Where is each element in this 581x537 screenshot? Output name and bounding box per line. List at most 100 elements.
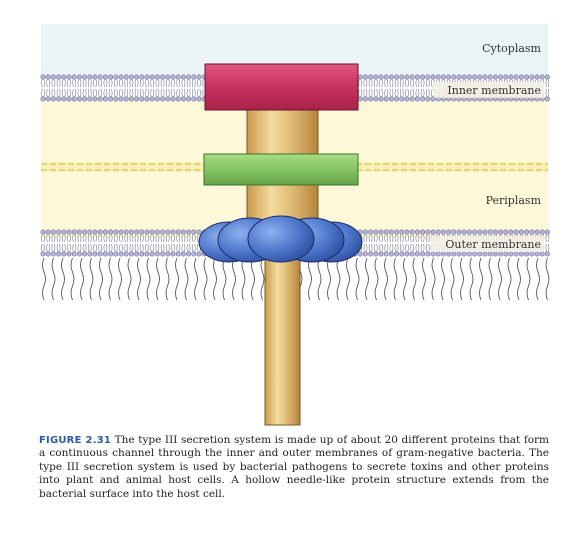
outer-lipid-tail [56, 233, 61, 243]
outer-lipid-tail [98, 233, 103, 243]
outer-lipid-tail [373, 243, 378, 253]
inner-lipid-head [175, 96, 181, 102]
outer-lipid-head [404, 251, 410, 257]
lps-chain [460, 257, 464, 301]
outer-lipid-head [388, 229, 394, 235]
inner-lipid-head [149, 96, 155, 102]
outer-lipid-head [160, 229, 166, 235]
outer-lipid-tail [415, 243, 420, 253]
outer-lipid-head [414, 251, 420, 257]
outer-lipid-head [409, 229, 415, 235]
outer-lipid-head [383, 229, 389, 235]
outer-lipid-head [92, 251, 98, 257]
inner-lipid-head [534, 74, 540, 80]
outer-lipid-head [368, 229, 374, 235]
outer-lipid-tail [389, 233, 394, 243]
outer-lipid-head [144, 251, 150, 257]
lps-chain [213, 257, 217, 301]
outer-lipid-head [394, 229, 400, 235]
inner-lipid-head [76, 74, 82, 80]
lps-chain [118, 257, 122, 301]
inner-lipid-head [50, 74, 56, 80]
outer-lipid-head [394, 251, 400, 257]
inner-lipid-tail [399, 78, 404, 88]
outer-lipid-head [461, 229, 467, 235]
lps-chain [393, 257, 398, 301]
inner-lipid-tail [389, 88, 394, 98]
outer-lipid-tail [171, 243, 175, 253]
inner-lipid-head [388, 74, 394, 80]
inner-lipid-tail [113, 88, 118, 98]
inner-membrane-label: Inner membrane [447, 84, 541, 97]
outer-lipid-tail [415, 233, 420, 243]
inner-lipid-head [482, 74, 488, 80]
inner-lipid-head [123, 96, 129, 102]
inner-lipid-head [461, 74, 467, 80]
outer-lipid-tail [93, 243, 97, 253]
outer-lipid-tail [191, 243, 196, 253]
outer-lipid-tail [176, 243, 181, 253]
inner-lipid-tail [399, 88, 404, 98]
inner-lipid-head [97, 74, 103, 80]
outer-lipid-tail [139, 243, 144, 253]
secretion-needle [264, 239, 301, 426]
lps-chain [99, 257, 103, 301]
inner-lipid-tail [181, 88, 186, 98]
inner-lipid-head [383, 74, 389, 80]
outer-lipid-head [97, 251, 103, 257]
inner-lipid-tail [171, 88, 175, 98]
outer-lipid-head [498, 229, 504, 235]
outer-lipid-head [420, 251, 426, 257]
inner-lipid-tail [108, 88, 113, 98]
outer-lipid-tail [87, 243, 92, 253]
outer-lipid-tail [176, 233, 181, 243]
inner-lipid-head [92, 74, 98, 80]
outer-lipid-head [175, 251, 181, 257]
outer-lipid-head [66, 229, 72, 235]
outer-lipid-head [175, 229, 181, 235]
outer-membrane-ring [198, 215, 363, 263]
outer-lipid-head [466, 251, 472, 257]
outer-lipid-tail [186, 233, 191, 243]
inner-lipid-head [409, 96, 415, 102]
lps-chain [184, 257, 189, 301]
inner-lipid-head [357, 74, 363, 80]
inner-lipid-head [368, 96, 374, 102]
outer-lipid-tail [181, 243, 186, 253]
outer-lipid-head [40, 229, 46, 235]
inner-lipid-head [45, 96, 51, 102]
inner-lipid-tail [72, 78, 77, 88]
outer-lipid-head [362, 251, 368, 257]
outer-lipid-head [56, 251, 62, 257]
outer-lipid-head [487, 251, 493, 257]
inner-lipid-head [524, 74, 530, 80]
inner-lipid-head [388, 96, 394, 102]
inner-lipid-head [378, 96, 384, 102]
outer-lipid-head [149, 229, 155, 235]
inner-lipid-tail [425, 88, 430, 98]
outer-lipid-head [477, 229, 483, 235]
inner-lipid-head [425, 74, 431, 80]
inner-lipid-tail [384, 88, 389, 98]
inner-lipid-tail [139, 78, 144, 88]
inner-lipid-head [414, 74, 420, 80]
outer-lipid-head [513, 229, 519, 235]
outer-lipid-head [45, 251, 51, 257]
outer-lipid-tail [51, 243, 56, 253]
inner-lipid-head [165, 74, 171, 80]
outer-lipid-head [191, 229, 197, 235]
lps-chain [61, 257, 65, 301]
outer-lipid-head [357, 251, 363, 257]
type-iii-secretion-diagram: Cytoplasm Inner membrane Periplasm Outer… [40, 24, 550, 426]
outer-lipid-head [399, 229, 405, 235]
inner-lipid-tail [186, 78, 191, 88]
inner-lipid-tail [150, 78, 155, 88]
inner-lipid-tail [134, 88, 139, 98]
inner-lipid-tail [379, 88, 383, 98]
inner-lipid-head [134, 96, 140, 102]
inner-lipid-head [399, 96, 405, 102]
outer-lipid-tail [394, 243, 399, 253]
outer-lipid-head [404, 229, 410, 235]
inner-lipid-tail [171, 78, 175, 88]
outer-lipid-head [430, 229, 436, 235]
